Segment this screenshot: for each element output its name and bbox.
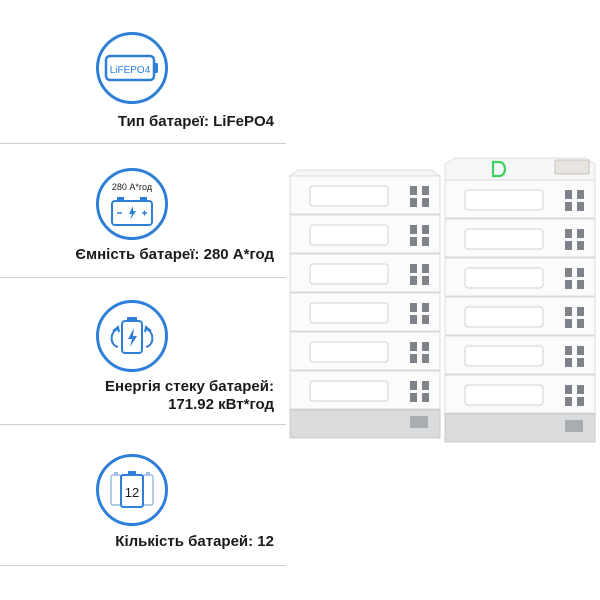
- battery-type-label: Тип батареї: LiFePO4: [117, 113, 274, 130]
- module-port: [565, 280, 572, 289]
- base-vent: [565, 420, 583, 432]
- module-port: [565, 397, 572, 406]
- module-handle: [464, 189, 544, 211]
- module-port: [410, 198, 417, 207]
- module-port: [565, 319, 572, 328]
- module-handle: [309, 224, 389, 246]
- module-port: [565, 307, 572, 316]
- module-port: [577, 268, 584, 277]
- battery-capacity-icon: 280 А*год: [111, 182, 153, 226]
- module-port: [577, 346, 584, 355]
- module-handle: [464, 345, 544, 367]
- module-port: [422, 381, 429, 390]
- module-handle: [309, 302, 389, 324]
- battery-capacity-icon-circle: 280 А*год: [96, 168, 168, 240]
- module-port: [422, 342, 429, 351]
- module-handle: [309, 185, 389, 207]
- battery-type-icon-circle: LiFEPO4: [96, 32, 168, 104]
- battery-count-icon-text: 12: [125, 485, 139, 500]
- divider-2: [0, 277, 286, 278]
- stack-top-connector: [554, 159, 590, 175]
- module-port: [410, 354, 417, 363]
- module-port: [577, 358, 584, 367]
- module-port: [577, 307, 584, 316]
- module-port: [565, 190, 572, 199]
- stack-energy-label-line1: Енергія стеку батарей:: [105, 378, 274, 395]
- module-port: [422, 264, 429, 273]
- module-port: [565, 346, 572, 355]
- divider-3: [0, 424, 286, 425]
- module-port: [577, 202, 584, 211]
- module-handle: [464, 267, 544, 289]
- module-port: [577, 385, 584, 394]
- stack-energy-label-line2: 171.92 кВт*год: [168, 396, 274, 413]
- module-port: [565, 202, 572, 211]
- module-port: [410, 186, 417, 195]
- module-port: [410, 342, 417, 351]
- module-port: [577, 229, 584, 238]
- module-port: [577, 190, 584, 199]
- battery-count-icon-circle: 12: [96, 454, 168, 526]
- status-indicator-light: [491, 160, 507, 178]
- battery-lifepo4-icon: LiFEPO4: [104, 54, 158, 82]
- module-handle: [464, 228, 544, 250]
- module-port: [422, 276, 429, 285]
- battery-count-icon: 12: [110, 471, 154, 508]
- module-port: [422, 354, 429, 363]
- module-port: [565, 268, 572, 277]
- stack-top-edge: [288, 169, 442, 177]
- left-battery-stack: [288, 169, 442, 439]
- module-port: [577, 319, 584, 328]
- divider-4: [0, 565, 286, 566]
- module-port: [410, 264, 417, 273]
- module-port: [422, 225, 429, 234]
- module-port: [410, 225, 417, 234]
- module-port: [410, 276, 417, 285]
- battery-stack-product-image: [288, 157, 596, 443]
- module-handle: [309, 263, 389, 285]
- module-port: [422, 393, 429, 402]
- module-handle: [309, 341, 389, 363]
- divider-1: [0, 143, 286, 144]
- battery-type-icon-text: LiFEPO4: [110, 65, 151, 76]
- module-port: [577, 241, 584, 250]
- module-port: [410, 381, 417, 390]
- module-port: [565, 229, 572, 238]
- module-port: [577, 397, 584, 406]
- module-handle: [464, 384, 544, 406]
- right-battery-stack: [444, 157, 596, 443]
- battery-energy-icon-circle: [96, 300, 168, 372]
- module-port: [565, 358, 572, 367]
- module-port: [577, 280, 584, 289]
- module-port: [410, 237, 417, 246]
- module-port: [422, 186, 429, 195]
- module-port: [422, 303, 429, 312]
- module-port: [422, 198, 429, 207]
- base-vent: [410, 416, 428, 428]
- battery-energy-icon: [110, 317, 154, 354]
- module-port: [410, 303, 417, 312]
- module-port: [410, 393, 417, 402]
- module-port: [410, 315, 417, 324]
- battery-capacity-label: Ємність батареї: 280 А*год: [75, 246, 274, 263]
- module-port: [565, 241, 572, 250]
- module-port: [422, 237, 429, 246]
- module-handle: [309, 380, 389, 402]
- module-port: [422, 315, 429, 324]
- module-handle: [464, 306, 544, 328]
- battery-capacity-icon-text: 280 А*год: [112, 182, 153, 192]
- battery-count-label: Кількість батарей: 12: [115, 533, 274, 550]
- module-port: [565, 385, 572, 394]
